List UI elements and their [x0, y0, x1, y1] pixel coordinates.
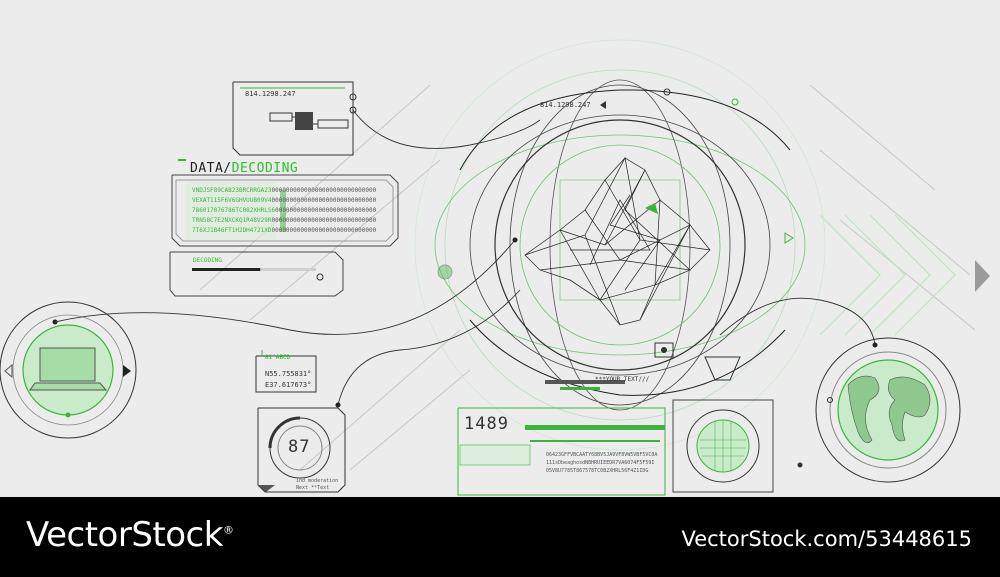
- hex-line: 06423GFFVBCAATY68BV5JA9VF8VW5VBF5VC0A: [546, 452, 658, 458]
- hex-line: 05V8U7785T867578TC0B2XHRL56F4Z1IDG: [546, 468, 649, 474]
- image-url: VectorStock.com/53448615: [681, 527, 972, 551]
- hud-graphics: [0, 39, 990, 496]
- hex-line: 111sDbeaghosdNBHRUIEEDR7VA6074F5F59I: [546, 460, 655, 466]
- code-row: 7T6XJ1B46FT1H2DH4721XD000000000000000000…: [192, 227, 377, 234]
- data-title-prefix: DATA/: [190, 161, 232, 176]
- laptop-gauge: [0, 301, 137, 439]
- code-row: 786017076786TC082XHRLS600000000000000000…: [192, 207, 377, 214]
- wireframe-mesh: [524, 156, 711, 326]
- hud-canvas: 814.1298.247 814.1298.247 DATA/DECODING …: [0, 39, 990, 496]
- globe-gauge: [797, 337, 961, 483]
- decoding-progress-fill: [192, 268, 261, 271]
- code-row: VNDJSF89CAB23BRCRRGA23000000000000000000…: [192, 187, 377, 194]
- satellite-icon: [269, 112, 349, 130]
- footer-bar: VectorStock® VectorStock.com/53448615: [0, 497, 1000, 577]
- gauge-code: 81°ABCD: [265, 354, 291, 361]
- counter-gauge: [257, 407, 346, 493]
- counter-caption-2: Next **Text: [296, 485, 330, 491]
- big-number: 1489: [464, 414, 509, 434]
- code-row: VEXAT115F6V6GHVUUB09V4000000000000000000…: [192, 197, 377, 204]
- grid-sphere: [672, 399, 774, 493]
- arrow-right-icon: [975, 260, 990, 292]
- satellite-coord: 814.1298.247: [245, 90, 296, 98]
- counter-caption-1: ind moderation: [296, 478, 339, 484]
- your-text-label: ***YOUR TEXT///: [595, 376, 650, 383]
- code-row: TRN58C7E2NXCKQ1R48V29R000000000000000000…: [192, 217, 377, 224]
- longitude: E37.617673°: [265, 381, 312, 389]
- code-block: VNDJSF89CAB23BRCRRGA23000000000000000000…: [192, 186, 376, 236]
- vectorstock-logo: VectorStock®: [26, 515, 234, 555]
- data-title-suffix: DECODING: [231, 161, 299, 176]
- latitude: N55.755831°: [265, 370, 312, 378]
- globe-coord: 814.1298.247: [540, 101, 591, 109]
- progress-label: DECODING: [193, 257, 222, 264]
- counter-value: 87: [288, 437, 311, 457]
- data-title: DATA/DECODING: [190, 161, 298, 176]
